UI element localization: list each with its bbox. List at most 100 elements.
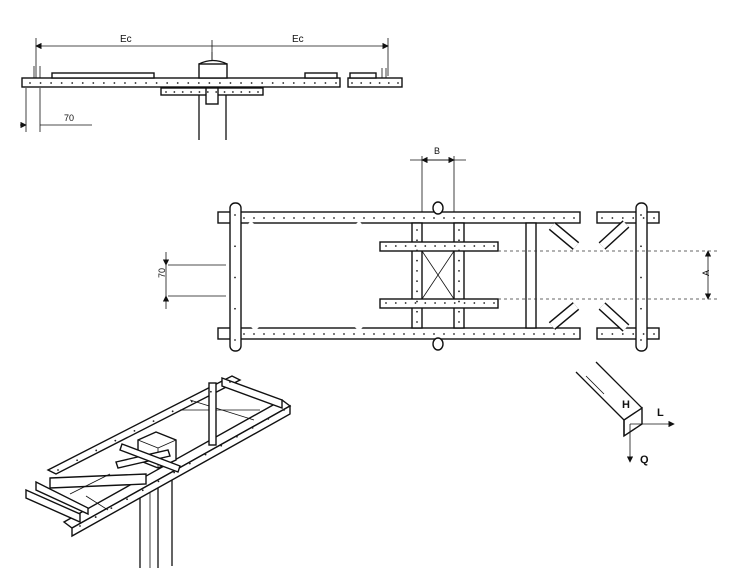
bolt-hole xyxy=(124,82,126,84)
bolt-hole xyxy=(611,217,614,219)
bolt-hole xyxy=(653,333,655,335)
bolt-hole xyxy=(215,91,218,93)
bolt-hole xyxy=(416,269,418,272)
bolt-hole xyxy=(208,82,211,84)
bolt-hole xyxy=(553,333,555,335)
bolt-hole xyxy=(234,245,236,248)
bolt-hole xyxy=(188,462,191,465)
bolt-hole xyxy=(434,302,436,304)
bolt-hole xyxy=(190,91,192,93)
bolt-hole xyxy=(483,333,485,335)
bolt-hole xyxy=(369,82,372,84)
bolt-hole xyxy=(416,259,418,262)
bolt-hole xyxy=(573,217,575,219)
bolt-hole xyxy=(263,333,265,335)
bolt-hole xyxy=(187,82,190,84)
bolt-hole xyxy=(283,333,285,335)
bolt-hole xyxy=(413,333,415,335)
bolt-hole xyxy=(621,333,624,335)
ec-right-label: Ec xyxy=(292,34,304,45)
bolt-hole xyxy=(253,217,255,219)
bolt-hole xyxy=(293,333,295,335)
bolt-hole xyxy=(383,333,385,335)
bolt-hole xyxy=(632,217,635,219)
bolt-hole xyxy=(343,217,345,219)
bolt-hole xyxy=(404,245,407,247)
bolt-hole xyxy=(50,82,53,84)
bolt-hole xyxy=(463,217,465,219)
bolt-hole xyxy=(220,444,223,447)
plan-b-label: B xyxy=(434,146,440,156)
bolt-hole xyxy=(573,333,575,335)
bolt-hole xyxy=(640,276,642,279)
bolt-hole xyxy=(190,400,193,403)
bolt-hole xyxy=(60,82,63,84)
bolt-hole xyxy=(76,459,79,462)
bolt-hole xyxy=(483,302,486,304)
bolt-hole xyxy=(353,217,355,219)
ec-left-label: Ec xyxy=(120,34,132,45)
bolt-hole xyxy=(360,82,363,84)
plan-center-member-left xyxy=(411,222,423,329)
bolt-hole xyxy=(394,245,397,247)
bolt-hole xyxy=(458,310,460,313)
bolt-hole xyxy=(145,82,147,84)
bolt-hole xyxy=(458,239,460,242)
bolt-hole xyxy=(283,409,285,411)
bolt-hole xyxy=(458,259,460,262)
bolt-hole xyxy=(433,217,435,219)
bolt-hole xyxy=(293,217,295,219)
bolt-hole xyxy=(458,269,460,272)
bolt-hole xyxy=(414,245,417,247)
bolt-hole xyxy=(416,290,418,293)
bolt-hole xyxy=(473,245,476,247)
bolt-hole xyxy=(323,217,325,219)
side-view: Ec Ec 70 xyxy=(20,34,403,140)
bolt-hole xyxy=(152,420,155,423)
bolt-hole xyxy=(423,333,425,335)
bolt-hole xyxy=(323,333,325,335)
bolt-hole xyxy=(463,333,465,335)
bolt-hole xyxy=(443,217,445,219)
isometric-view xyxy=(25,375,292,568)
bolt-hole xyxy=(416,239,418,242)
bolt-hole xyxy=(621,217,624,219)
bolt-hole xyxy=(176,82,179,84)
bolt-hole xyxy=(282,82,285,84)
side-70-label: 70 xyxy=(64,113,74,123)
bolt-hole xyxy=(133,429,136,432)
iso-left-end xyxy=(25,488,81,524)
bolt-hole xyxy=(373,217,375,219)
bolt-hole xyxy=(533,333,535,335)
bolt-hole xyxy=(473,302,476,304)
bolt-hole xyxy=(483,217,485,219)
bolt-hole xyxy=(373,333,375,335)
bolt-hole xyxy=(393,217,395,219)
bolt-hole xyxy=(29,82,31,84)
bolt-hole xyxy=(243,217,245,219)
bolt-hole xyxy=(181,91,184,93)
bolt-hole xyxy=(416,280,418,283)
bolt-hole xyxy=(453,245,456,247)
bolt-hole xyxy=(416,310,418,313)
bolt-hole xyxy=(433,333,435,335)
bolt-hole xyxy=(263,217,265,219)
bolt-hole xyxy=(173,471,176,474)
bolt-hole xyxy=(533,217,535,219)
bolt-hole xyxy=(94,516,97,518)
bolt-hole xyxy=(333,217,335,219)
bolt-hole xyxy=(453,217,455,219)
bolt-hole xyxy=(39,82,42,84)
bolt-hole xyxy=(351,82,353,84)
bolt-hole xyxy=(234,276,236,279)
bolt-hole xyxy=(236,435,238,438)
q-force-label: Q xyxy=(640,454,649,466)
bolt-hole xyxy=(397,82,399,84)
bolt-hole xyxy=(102,82,105,84)
bolt-hole xyxy=(219,82,221,84)
bolt-hole xyxy=(335,82,337,84)
bolt-hole xyxy=(403,333,405,335)
bolt-hole xyxy=(273,217,275,219)
bolt-hole xyxy=(563,333,565,335)
side-end-beam xyxy=(347,77,403,88)
